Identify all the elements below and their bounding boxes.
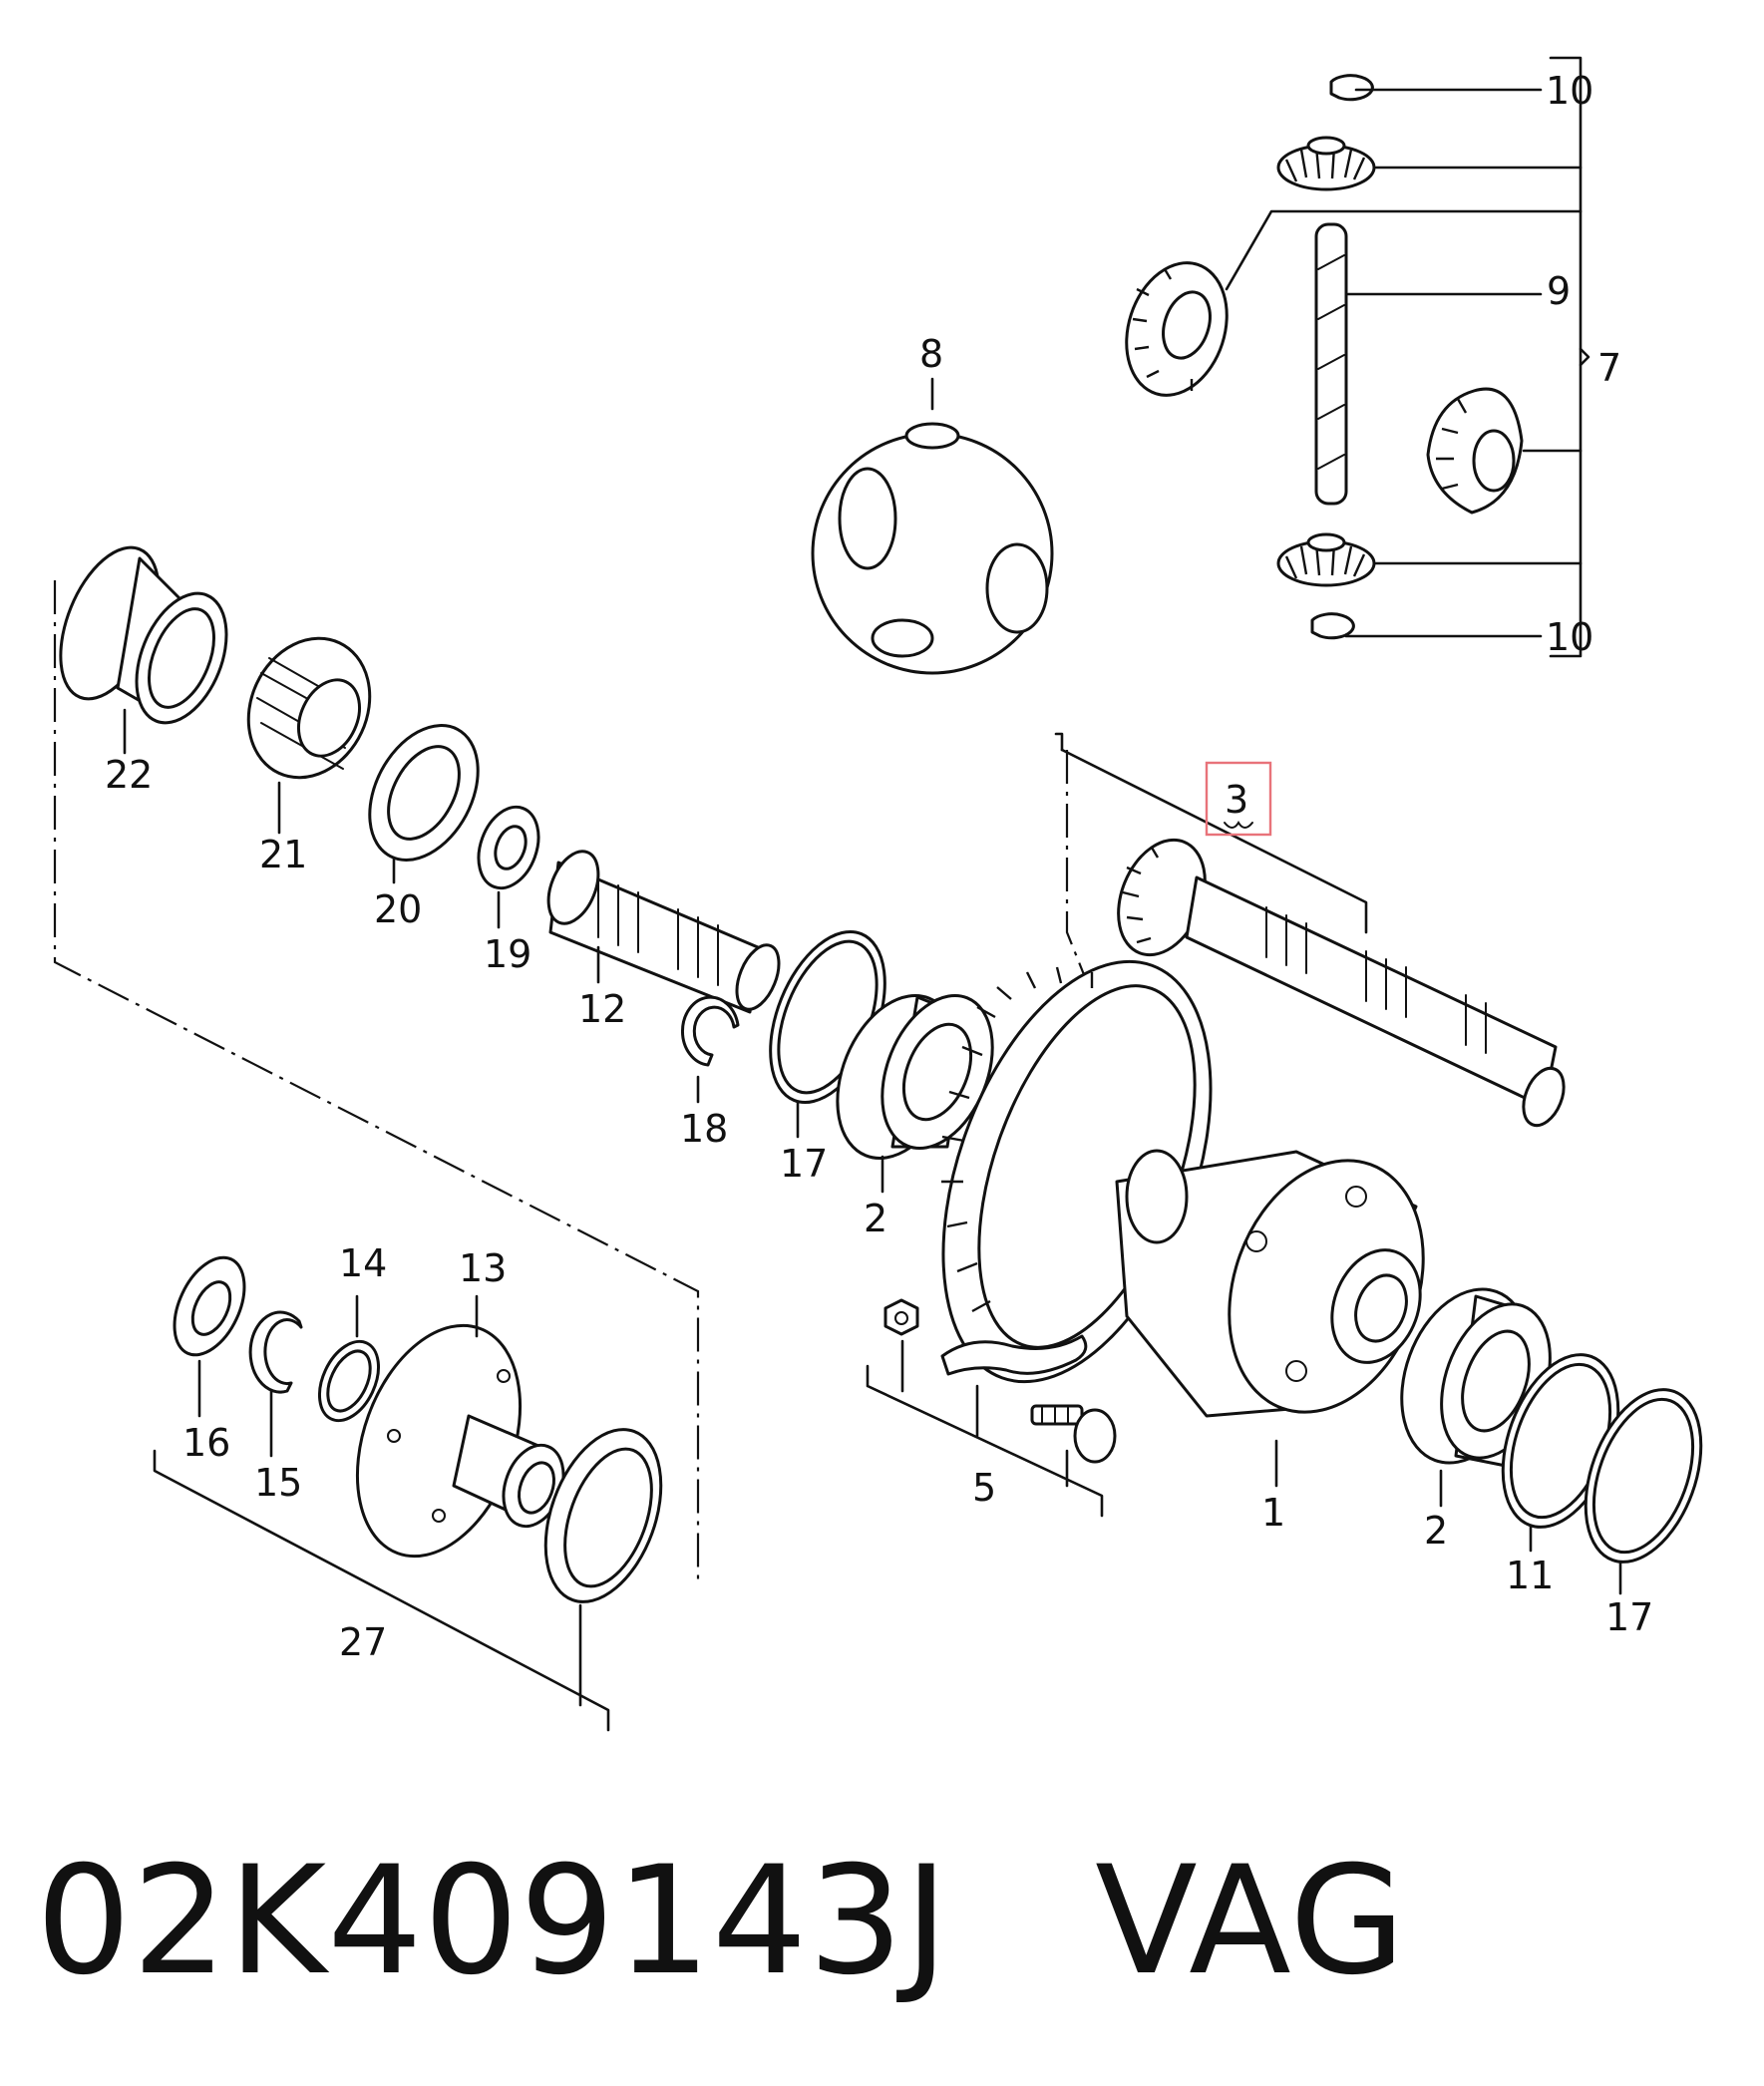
planet-gear-bottom xyxy=(1276,532,1376,587)
highlight-box-part-3 xyxy=(1205,761,1272,837)
callout-3: 3 xyxy=(1225,778,1248,822)
callout-19: 19 xyxy=(484,932,531,976)
fastener-kit-part-5: 5 xyxy=(866,1298,1117,1518)
side-gear-right xyxy=(1426,387,1524,515)
nut-part-19: 19 xyxy=(477,805,540,976)
callout-2-left: 2 xyxy=(864,1197,887,1240)
flange-assembly-group: 16 15 14 13 27 xyxy=(153,1241,663,1732)
circlip-part-10-bottom xyxy=(1310,612,1355,640)
callout-17-left: 17 xyxy=(780,1142,828,1186)
pinion-shaft-part-9 xyxy=(1314,222,1348,506)
callout-10-bottom: 10 xyxy=(1546,615,1593,659)
callout-22: 22 xyxy=(105,753,153,797)
callout-15: 15 xyxy=(254,1461,302,1505)
callout-1: 1 xyxy=(1261,1491,1285,1535)
callout-20: 20 xyxy=(374,887,422,931)
spacer xyxy=(949,1835,1095,2008)
differential-gear-set-group: 10 9 7 10 xyxy=(1125,56,1621,659)
callout-10-top: 10 xyxy=(1546,69,1593,113)
cap-part-16: 16 xyxy=(173,1255,246,1465)
callout-8: 8 xyxy=(919,332,943,376)
differential-housing-part-8: 8 xyxy=(811,332,1054,675)
callout-16: 16 xyxy=(182,1421,230,1465)
circlip-part-18: 18 xyxy=(680,995,740,1151)
washer-part-20: 20 xyxy=(368,724,480,931)
callout-2-right: 2 xyxy=(1424,1509,1448,1553)
flange-part-13: 13 xyxy=(355,1246,565,1559)
callout-9: 9 xyxy=(1547,269,1571,313)
shaft-part-12: 12 xyxy=(546,850,781,1031)
planet-gear-top xyxy=(1276,136,1376,191)
callout-7: 7 xyxy=(1597,346,1621,390)
spring-part-21: 21 xyxy=(246,636,372,876)
part-number: 02K409143J xyxy=(36,1835,950,2008)
o-ring-part-14: 14 xyxy=(317,1241,387,1423)
callout-18: 18 xyxy=(680,1107,728,1151)
callout-14: 14 xyxy=(339,1241,387,1285)
drive-pinion-part-3: 3 xyxy=(1054,732,1566,1128)
callout-12: 12 xyxy=(578,987,626,1031)
callout-21: 21 xyxy=(259,833,307,876)
oil-seal xyxy=(543,1428,663,1707)
side-gear-left xyxy=(1125,261,1229,397)
bearing-cup-part-22: 22 xyxy=(59,545,228,797)
callout-17-right: 17 xyxy=(1605,1595,1653,1639)
shim-part-17-right: 17 xyxy=(1584,1388,1703,1639)
exploded-parts-diagram: 10 9 7 10 8 22 21 20 19 xyxy=(53,56,1703,1732)
differential-case-part-1: 1 xyxy=(1115,1149,1425,1535)
assembly-outline-right xyxy=(1065,750,1089,983)
assembly-outline-left xyxy=(53,580,700,1585)
callout-11: 11 xyxy=(1506,1554,1554,1597)
circlip-part-15: 15 xyxy=(248,1310,303,1505)
taper-bearing-part-2-left: 2 xyxy=(836,993,994,1240)
circlip-part-10-top xyxy=(1329,74,1374,102)
callout-5: 5 xyxy=(972,1466,996,1510)
brand-name: VAG xyxy=(1095,1835,1407,2008)
part-number-footer: 02K409143J VAG xyxy=(36,1835,1406,2008)
callout-13: 13 xyxy=(459,1246,507,1290)
callout-27: 27 xyxy=(339,1620,387,1664)
